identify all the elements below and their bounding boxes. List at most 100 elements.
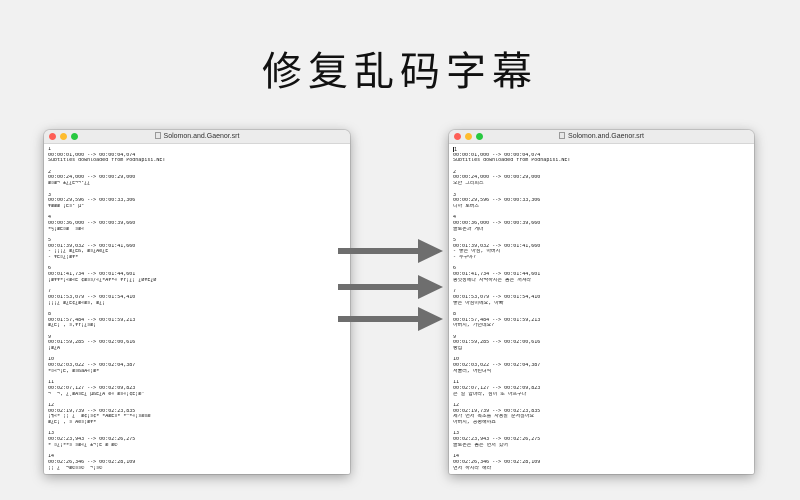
cue-number: 11 [48,380,55,386]
cue-timestamp: 00:02:23,943 --> 00:02:26,275 [48,437,136,443]
cue-text-line: ¡¶«ª ¦¦´¿ æ¢¡¤¢ª ªÅæÊ¤ª ª™ª«¡¤æ¤æ [48,414,151,420]
cue-number: 7 [48,289,52,295]
cue-text-line: - 누구야? [453,255,476,261]
zoom-window-button[interactable] [71,133,78,140]
cue-text-line: 좋은 아침이에요, 아빠 [453,300,504,306]
minimize-window-button[interactable] [465,133,472,140]
window-titlebar[interactable]: Solomon.and.Gaenor.srt [449,130,754,144]
minimize-window-button[interactable] [60,133,67,140]
cue-text-line: - ¥Ê¤¿¦æ¥ª [48,255,79,261]
cue-text-line: ¡¡¡¿ æ¿Ê¢¿æ«æ¤, æ¿¡ [48,300,106,306]
window-title: Solomon.and.Gaenor.srt [44,131,350,142]
cue-number: 2 [453,169,457,175]
cue-text-line: æ¿Ê¡´, ¤,¥Ÿ¡¿¤æ¡ [48,323,97,329]
cue-number: 3 [48,192,52,198]
cue-number: 7 [453,289,457,295]
cue-text-line: 제가 먼저 목초를 사용할 순서잖아요 [453,414,535,420]
cue-number: 1 [48,147,52,152]
cue-number: 10 [48,357,55,363]
right-arrow-icon [338,275,443,299]
cue-timestamp: 00:02:03,022 --> 00:02:04,387 [453,363,541,369]
headline-title: 修复乱码字幕 [262,49,538,95]
zoom-window-button[interactable] [476,133,483,140]
cue-timestamp: 00:01:53,079 --> 00:01:54,410 [48,294,136,300]
cue-text-line: 종잇장에다 자막하시는 놈은 꺼져라 [453,277,532,283]
cue-number: 9 [453,334,457,340]
cue-timestamp: 00:01:57,484 --> 00:01:59,213 [453,317,541,323]
cue-text-line: ¡æ¿Â [48,346,61,352]
cue-timestamp: 00:02:26,346 --> 00:02:28,109 [48,459,136,465]
cue-number: 9 [48,334,52,340]
cue-number: 8 [453,311,457,317]
cue-number: 4 [48,215,52,221]
cue-timestamp: 00:00:29,596 --> 00:00:33,306 [48,198,136,204]
cue-text-line: ¥æææ ¡Ê¤¹´µ° [48,203,85,209]
window-title-text: Solomon.and.Gaenor.srt [163,133,240,140]
cue-text-line: ¡æ¥¥ª¡«æ«Ê ¢æ¤¤/«¿ªÅ¥ª« ¥Ÿ¡¿¡ ¿Ø¥Ê¿Ø [48,277,157,283]
cue-text-line: ª½¡æÊ¤æ´ ¤æ« [48,226,85,232]
cue-text-line: 니아 로버츠 [453,203,480,209]
cue-number: 14 [453,454,460,460]
window-titlebar[interactable]: Solomon.and.Gaenor.srt [44,130,350,144]
cue-number: 4 [453,215,457,221]
close-window-button[interactable] [454,133,461,140]
cue-timestamp: 00:02:26,346 --> 00:02:28,109 [453,459,541,465]
cue-timestamp: 00:02:07,127 --> 00:02:09,823 [453,385,541,391]
cue-text-line: 빵집 [453,346,463,352]
document-icon [154,132,161,139]
cue-text-line: 큰 일 합마라, 침이 또 아프구나 [453,391,527,397]
cue-number: 6 [48,266,52,272]
text-cursor [453,147,454,152]
cue-number: 10 [453,357,460,363]
cue-timestamp: 00:00:24,000 --> 00:00:29,000 [453,175,541,181]
close-window-button[interactable] [49,133,56,140]
cue-number: 5 [48,238,52,243]
cue-text-line: ¬´ ¬, ¿¸æÅ¤Ê¿ µßÊ¿Å ê« æ¤«¡¢Ê¦æ" [48,391,145,397]
cue-timestamp: 00:01:59,285 --> 00:02:00,616 [48,340,136,346]
cue-text-line: 솔로몬과 게너 [453,226,484,232]
cue-number: 2 [48,169,52,175]
cue-timestamp: 00:02:23,943 --> 00:02:26,275 [453,437,541,443]
cue-timestamp: 00:01:39,032 --> 00:01:41,660 [48,243,136,249]
cue-number: 13 [453,431,460,437]
cue-timestamp: 00:00:01,000 --> 00:00:04,074 [453,152,541,158]
cue-timestamp: 00:01:41,734 --> 00:01:44,601 [453,272,541,278]
cue-timestamp: 00:02:07,127 --> 00:02:09,823 [48,385,136,391]
cue-timestamp: 00:02:19,739 --> 00:02:23,835 [48,408,136,414]
cue-timestamp: 00:00:29,596 --> 00:00:33,306 [453,198,541,204]
cue-timestamp: 00:00:01,000 --> 00:00:04,074 [48,152,136,158]
cue-text-line: - ¡¡¡¿ æ¿Êß, æ¤¿Åè¿Ê [48,249,109,255]
document-icon [559,132,566,139]
cue-timestamp: 00:02:03,022 --> 00:02:04,387 [48,363,136,369]
cue-number: 3 [453,192,457,198]
cue-timestamp: 00:00:36,000 --> 00:00:39,660 [48,220,136,226]
cue-text-line: æ¿Ê¡´, ¤¨Åê¤¦æ¥ª [48,420,97,425]
cue-timestamp: 00:01:53,079 --> 00:01:54,410 [453,294,541,300]
cue-number: 11 [453,380,460,386]
traffic-lights [454,133,483,140]
